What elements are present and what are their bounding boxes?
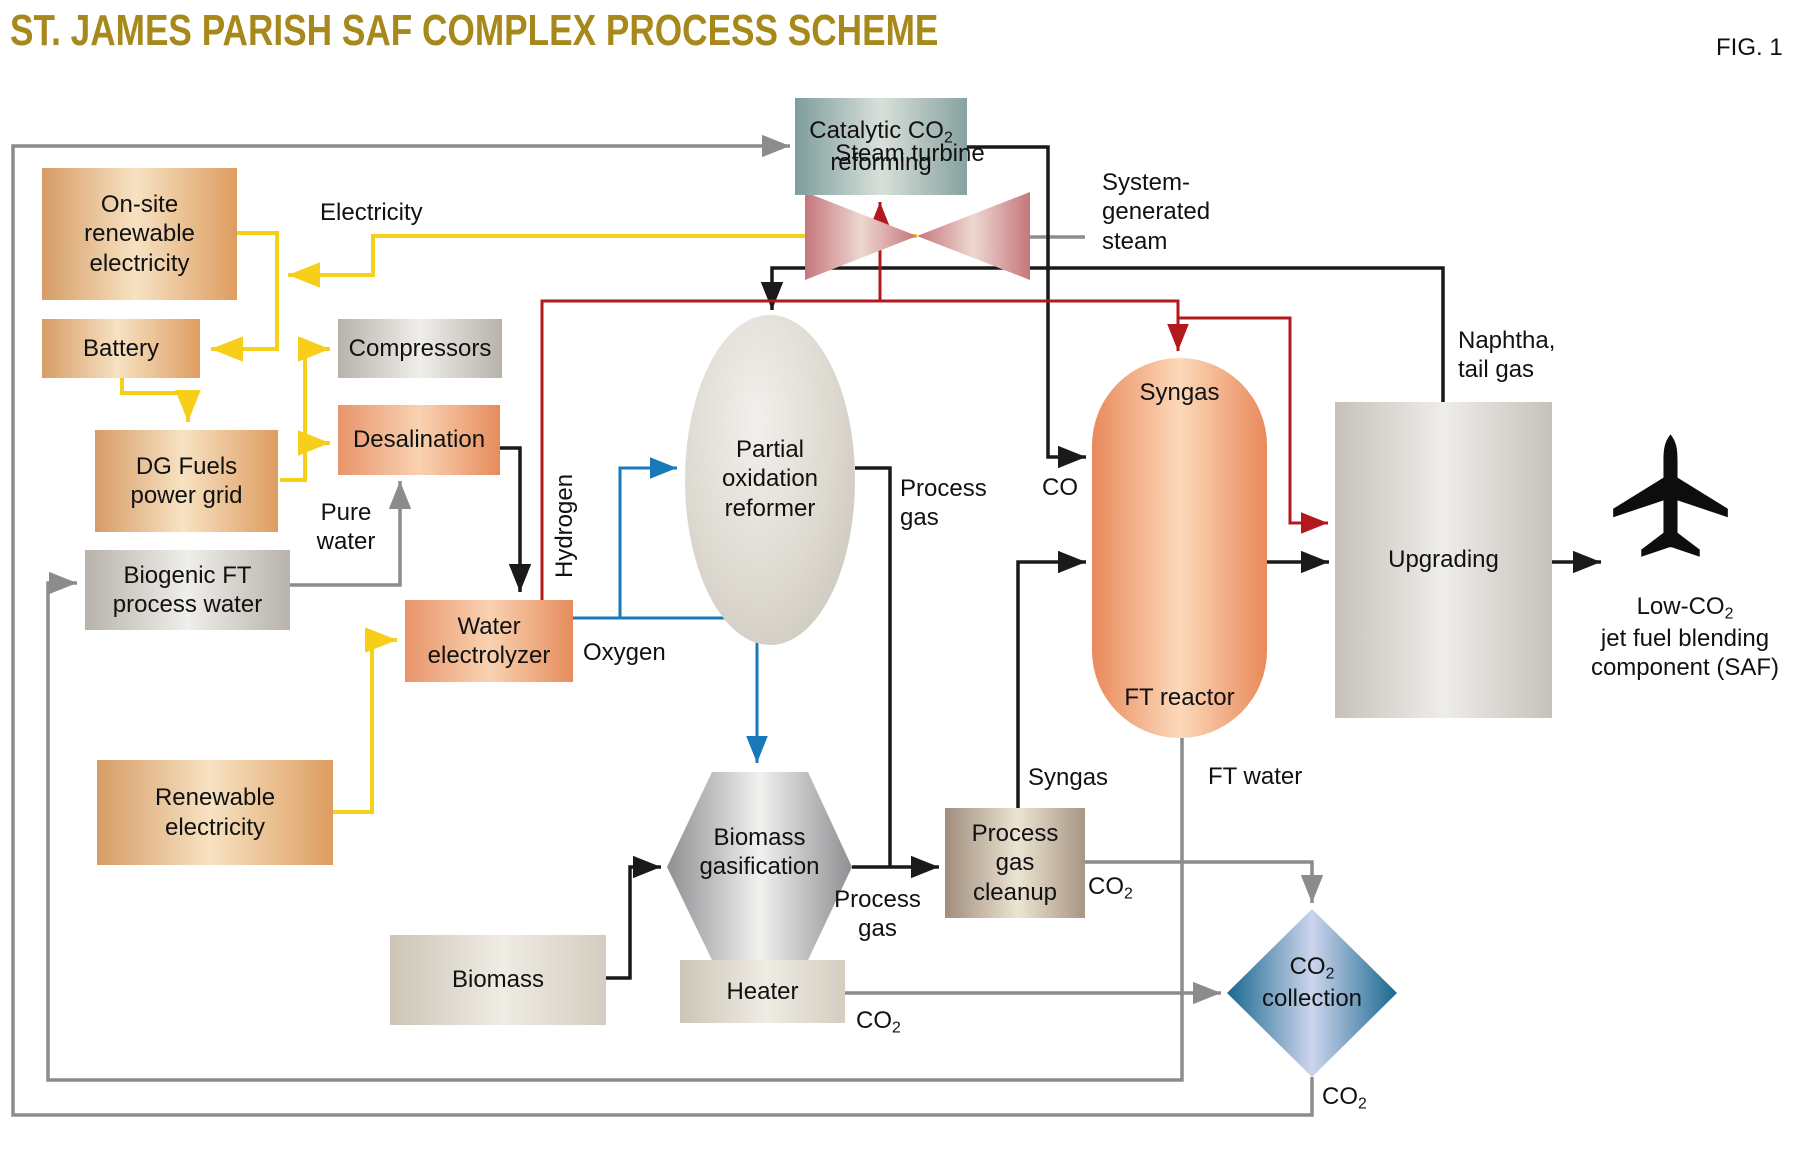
hydrogen-line <box>540 299 1189 600</box>
biomass-gasification-hexagon <box>667 772 852 960</box>
pure-water-line <box>290 481 412 587</box>
node-renewable-electricity: Renewable electricity <box>97 760 333 865</box>
cleanup-co2-line <box>1085 860 1324 903</box>
renewable-to-electrolyzer-line <box>333 627 397 814</box>
ft-reactor-label: FT reactor <box>1124 684 1235 711</box>
naphtha-tailgas-label: Naphtha, tail gas <box>1458 327 1556 384</box>
process-gas-gasifier-label: Process gas <box>834 886 921 943</box>
node-biomass: Biomass <box>390 935 606 1025</box>
hydrogen-label: Hydrogen <box>551 473 578 578</box>
steam-turbine-icon <box>917 192 1030 280</box>
node-ft-reactor <box>1092 358 1267 738</box>
node-compressors: Compressors <box>338 319 502 378</box>
steam-turbine-icon <box>805 192 917 280</box>
oxygen-label: Oxygen <box>583 639 666 666</box>
biomass-feed-line <box>606 855 661 980</box>
electricity-label: Electricity <box>320 199 423 226</box>
node-battery: Battery <box>42 319 200 378</box>
co2-heater-label: CO2 <box>856 1007 901 1037</box>
saf-product-label: Low-CO2 jet fuel blending component (SAF… <box>1590 593 1780 682</box>
node-onsite-renewable-electricity: On-site renewable electricity <box>42 168 237 300</box>
node-catalytic-co2-reforming: Catalytic CO2 reforming <box>795 98 967 195</box>
oxygen-to-reformer-line <box>618 457 677 618</box>
gasification-label: Biomass gasification <box>699 824 820 881</box>
ft-water-label: FT water <box>1208 763 1303 790</box>
node-process-gas-cleanup: Process gas cleanup <box>945 808 1085 918</box>
node-water-electrolyzer: Water electrolyzer <box>405 600 573 682</box>
co2-collection-diamond <box>1227 909 1397 1077</box>
desalinated-water-line <box>500 446 532 592</box>
ft-water-recycle-line <box>46 571 1184 1082</box>
node-biogenic-ft-process-water: Biogenic FT process water <box>85 550 290 630</box>
grid-to-compressors-line <box>280 336 330 482</box>
airplane-icon <box>1613 434 1728 557</box>
reformer-process-gas-line <box>855 466 892 867</box>
node-partial-oxidation-reformer <box>685 315 855 645</box>
hydrogen-to-upgrading-line <box>1178 316 1328 534</box>
co2-recycle-loop-line <box>11 134 1314 1117</box>
onsite-electricity-line <box>211 231 279 362</box>
co2-collection-label: CO2 collection <box>1261 953 1363 1012</box>
node-desalination: Desalination <box>338 405 500 475</box>
figure-label: FIG. 1 <box>1716 34 1783 61</box>
co2-collection-out-label: CO2 <box>1322 1083 1367 1113</box>
reformer-label: Partial oxidation reformer <box>721 436 819 522</box>
node-upgrading: Upgrading <box>1335 402 1552 718</box>
co-label: CO <box>1042 474 1078 501</box>
naphtha-tailgas-recycle-line <box>760 266 1445 402</box>
turbine-electricity-line <box>288 234 917 288</box>
syngas-line <box>1016 550 1086 808</box>
co2-cleanup-label: CO2 <box>1088 873 1133 903</box>
node-dg-fuels-power-grid: DG Fuels power grid <box>95 430 278 532</box>
syngas-label: Syngas <box>1028 764 1109 791</box>
battery-to-grid-line <box>120 378 201 422</box>
ft-reactor-syngas-label: Syngas <box>1139 379 1220 406</box>
page-title: ST. JAMES PARISH SAF COMPLEX PROCESS SCH… <box>10 6 939 55</box>
node-heater: Heater <box>680 960 845 1023</box>
pure-water-label: Pure water <box>316 499 376 556</box>
steam-turbine-label: Steam turbine <box>835 140 985 167</box>
process-gas-reformer-label: Process gas <box>900 475 987 532</box>
system-steam-label: System- generated steam <box>1102 169 1211 255</box>
